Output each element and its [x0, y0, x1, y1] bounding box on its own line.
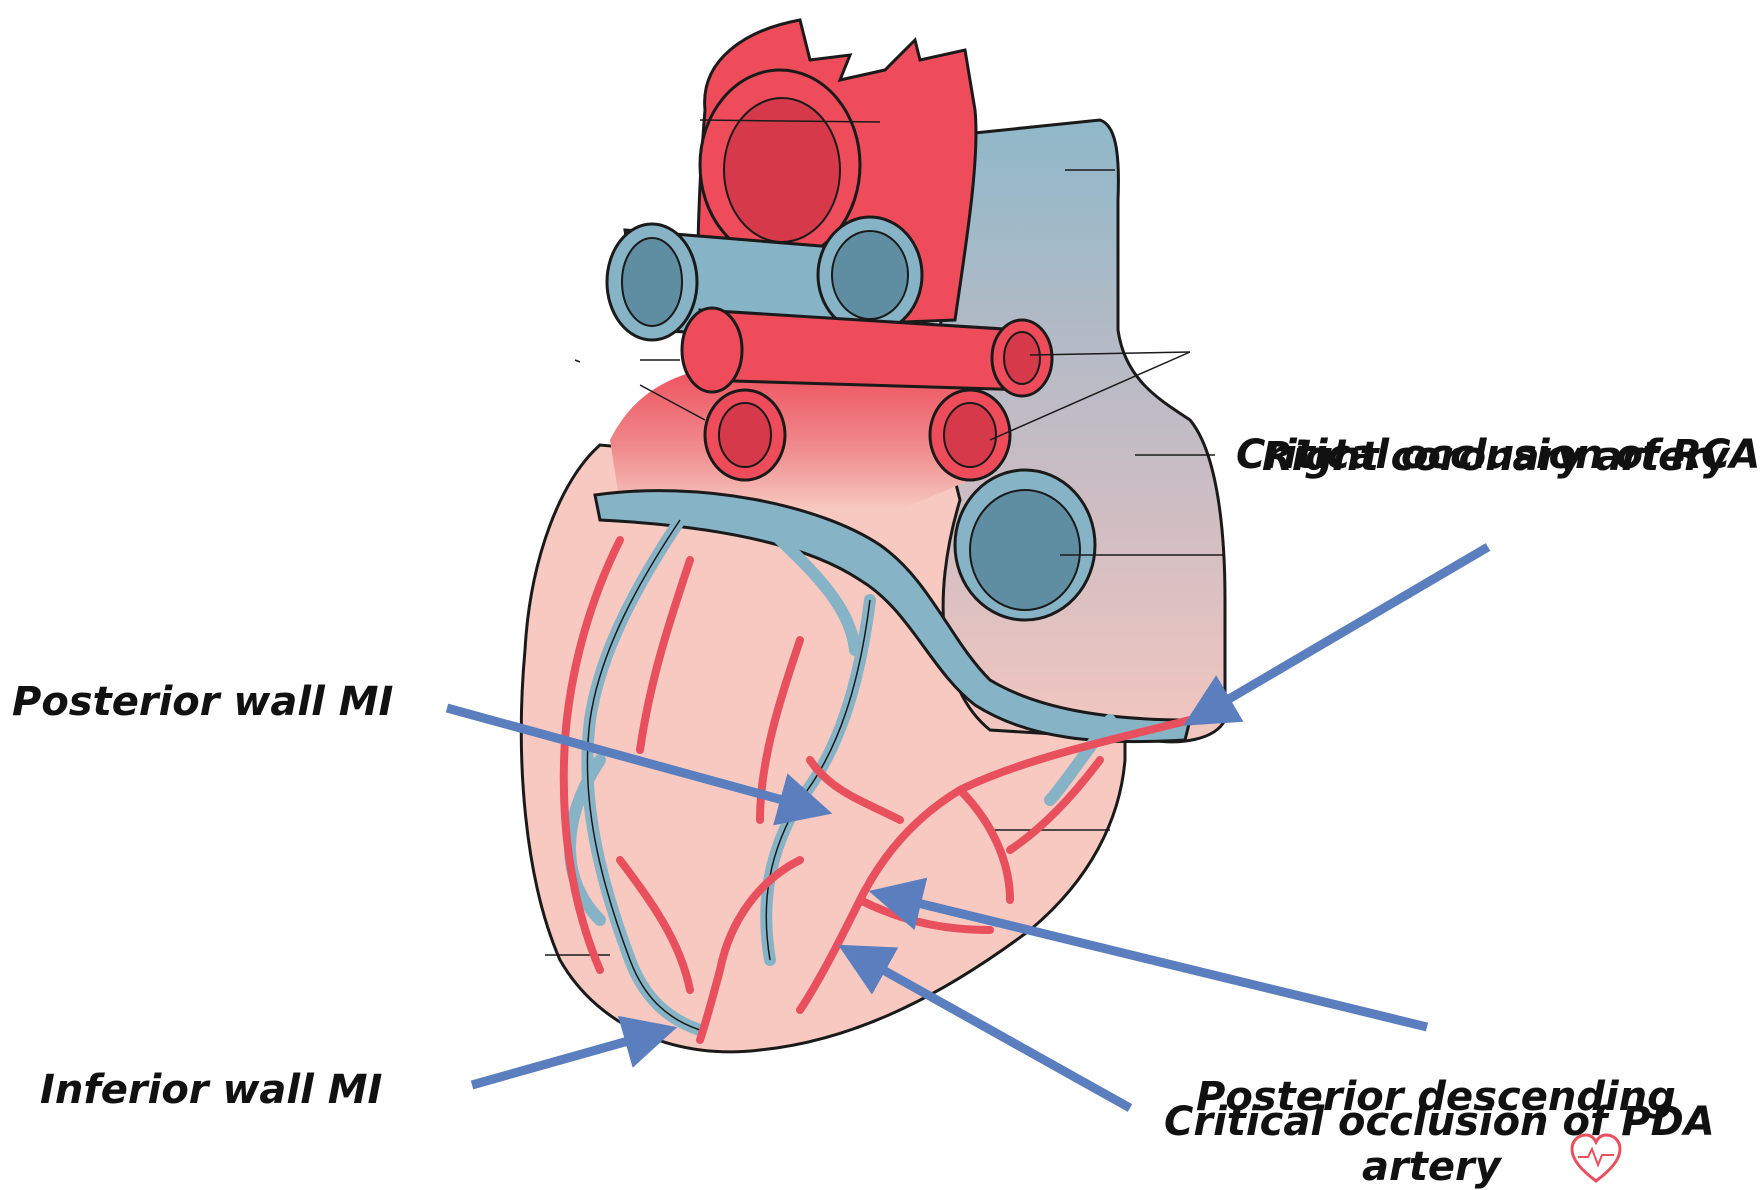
label-posterior-descending-line2: artery	[1362, 1147, 1501, 1187]
arrow-pda	[860, 957, 1130, 1108]
label-posterior-wall-mi: Posterior wall MI	[12, 682, 393, 722]
label-right-coronary-artery: Right coronary artery	[1262, 437, 1728, 477]
arrow-rca	[1205, 547, 1488, 713]
arrow-inferior-wall	[472, 1034, 653, 1085]
label-inferior-wall-mi: Inferior wall MI	[40, 1070, 382, 1110]
label-critical-occlusion-pda: Critical occlusion of PDA	[1164, 1102, 1715, 1142]
